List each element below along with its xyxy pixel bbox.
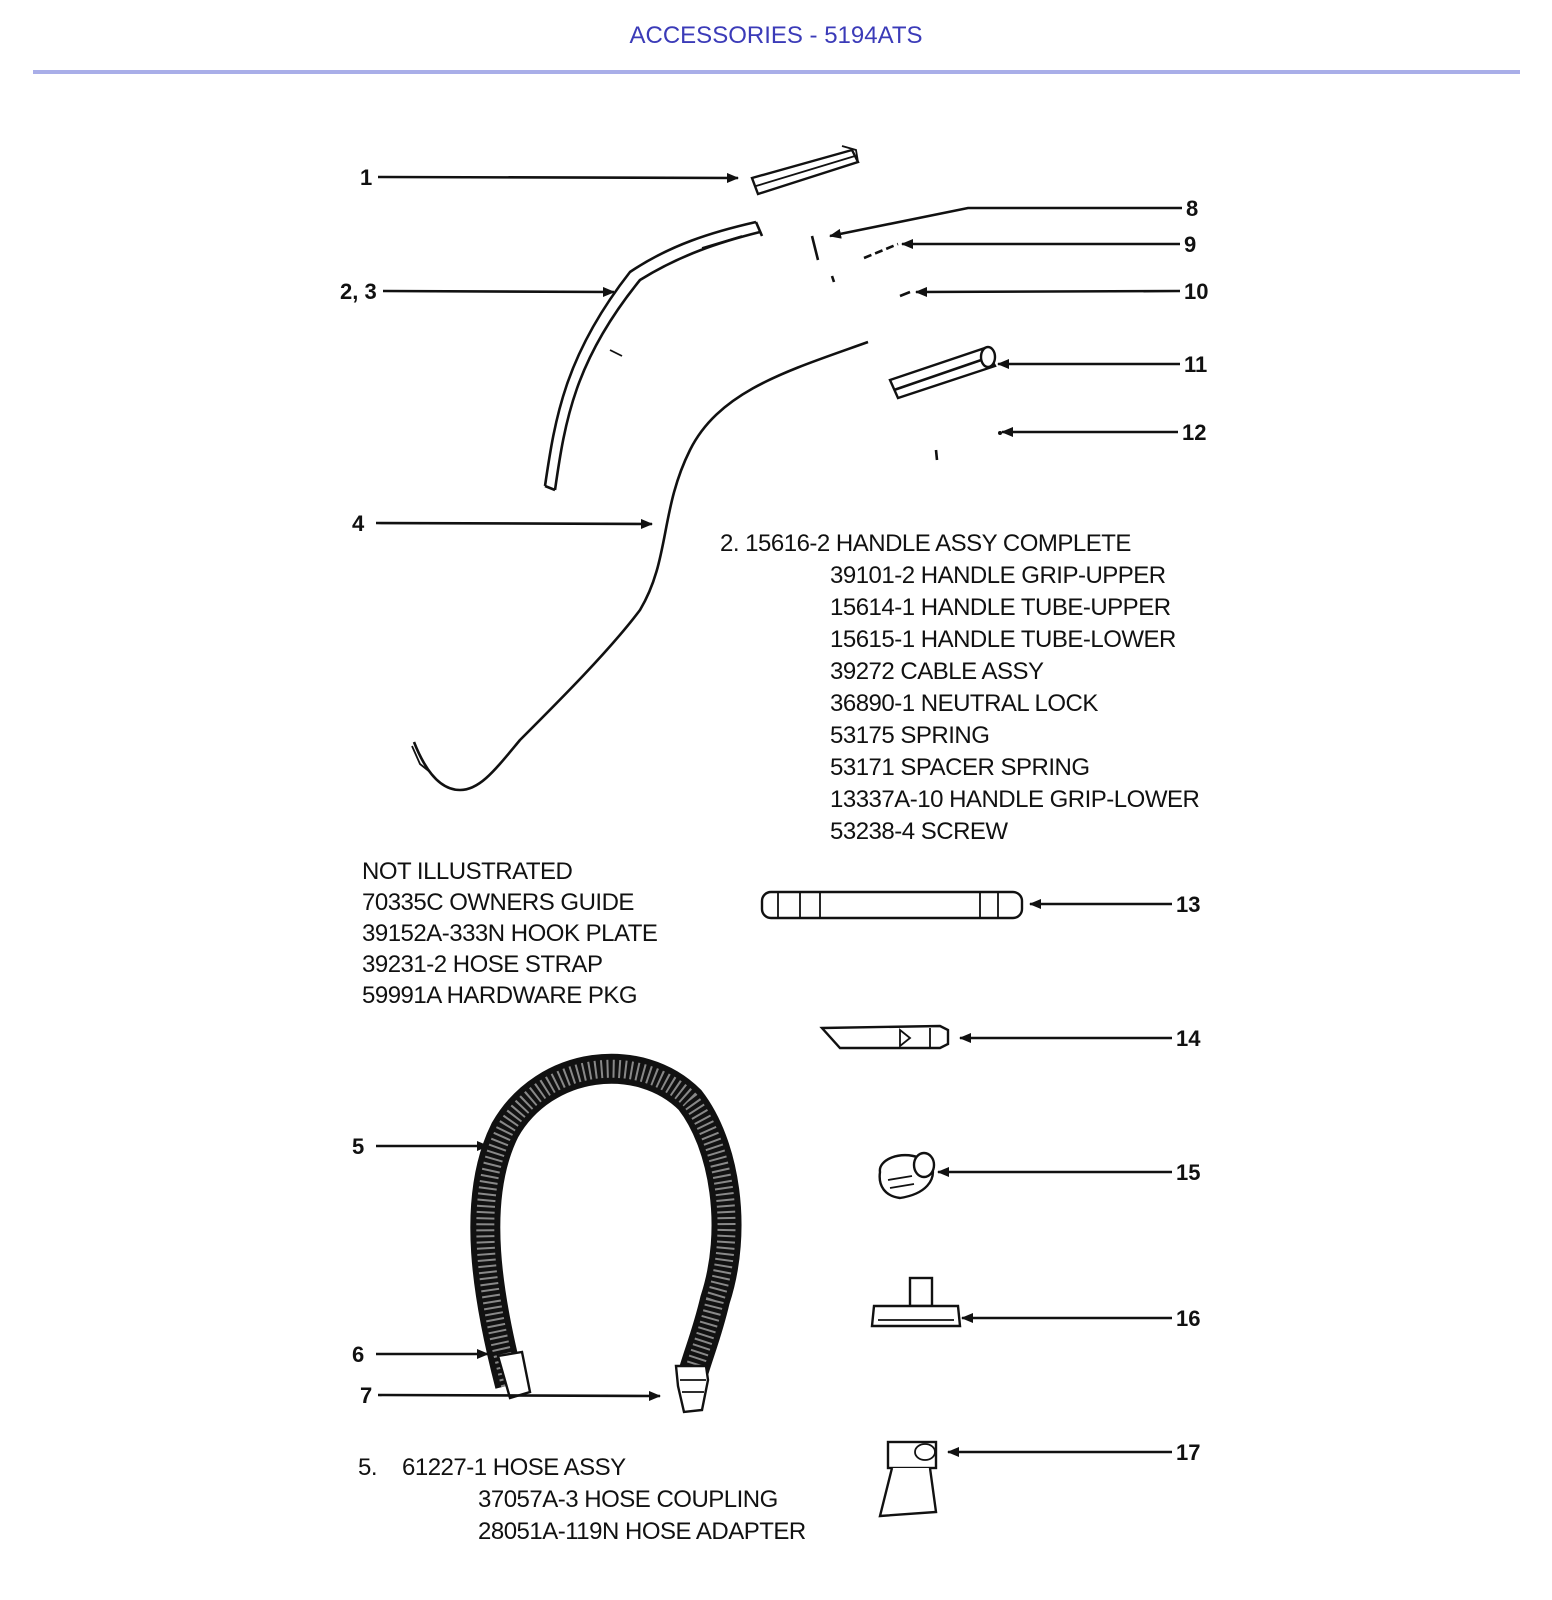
parts-list-item: 39101-2 HANDLE GRIP-UPPER	[830, 562, 1166, 589]
part-7-hose-adapter	[674, 1364, 710, 1414]
callout-17: 17	[1176, 1440, 1200, 1465]
callout-11: 11	[1184, 352, 1207, 377]
part-17-adapter	[878, 1440, 938, 1518]
part-1-handle-grip	[750, 145, 860, 196]
parts-list-item: 37057A-3 HOSE COUPLING	[478, 1486, 778, 1513]
part-4-cable	[411, 340, 869, 792]
callout-10: 10	[1184, 279, 1208, 304]
small-hardware-parts	[810, 235, 1002, 461]
part-14-crevice-tool	[819, 1024, 950, 1050]
part-6-hose-coupling	[496, 1350, 532, 1400]
callout-13: 13	[1176, 892, 1200, 917]
callout-16: 16	[1176, 1306, 1200, 1331]
callout-9: 9	[1184, 232, 1196, 257]
callout-12: 12	[1182, 420, 1206, 445]
parts-list-item: 53238-4 SCREW	[830, 818, 1008, 845]
parts-list-item: 70335C OWNERS GUIDE	[362, 889, 634, 916]
callout-1: 1	[360, 165, 372, 190]
hose-assy-heading: 61227-1 HOSE ASSY	[402, 1454, 626, 1481]
callout-8: 8	[1186, 196, 1198, 221]
handle-assy-heading: 2. 15616-2 HANDLE ASSY COMPLETE	[720, 530, 1131, 557]
parts-list-item: 59991A HARDWARE PKG	[362, 982, 638, 1009]
hose-assy-number: 5.	[358, 1454, 378, 1481]
parts-list-item: 39152A-333N HOOK PLATE	[362, 920, 658, 947]
title-divider	[33, 70, 1520, 74]
callout-15: 15	[1176, 1160, 1200, 1185]
part-11-lower-grip	[888, 345, 997, 400]
page-title: ACCESSORIES - 5194ATS	[629, 22, 923, 49]
callout-2-3: 2, 3	[340, 279, 377, 304]
parts-list-item: 39272 CABLE ASSY	[830, 658, 1044, 685]
parts-list-item: 53175 SPRING	[830, 722, 990, 749]
parts-list-item: 53171 SPACER SPRING	[830, 754, 1090, 781]
callout-4: 4	[352, 511, 365, 536]
parts-list-item: 15615-1 HANDLE TUBE-LOWER	[830, 626, 1176, 653]
part-13-extension-wand	[760, 890, 1024, 920]
leader-lines	[375, 172, 1182, 1457]
not-illustrated-heading: NOT ILLUSTRATED	[362, 858, 573, 885]
parts-list-item: 13337A-10 HANDLE GRIP-LOWER	[830, 786, 1200, 813]
part-5-hose	[470, 1053, 742, 1389]
callout-7: 7	[360, 1383, 372, 1408]
parts-list-item: 36890-1 NEUTRAL LOCK	[830, 690, 1098, 717]
part-16-upholstery-tool	[870, 1276, 962, 1328]
callout-5: 5	[352, 1134, 364, 1159]
part-2-3-handle-tube	[543, 220, 764, 492]
callout-6: 6	[352, 1342, 364, 1367]
callout-14: 14	[1176, 1026, 1201, 1051]
parts-list-item: 39231-2 HOSE STRAP	[362, 951, 603, 978]
part-15-dusting-brush	[878, 1151, 936, 1200]
parts-list-item: 15614-1 HANDLE TUBE-UPPER	[830, 594, 1171, 621]
parts-list-item: 28051A-119N HOSE ADAPTER	[478, 1518, 806, 1545]
